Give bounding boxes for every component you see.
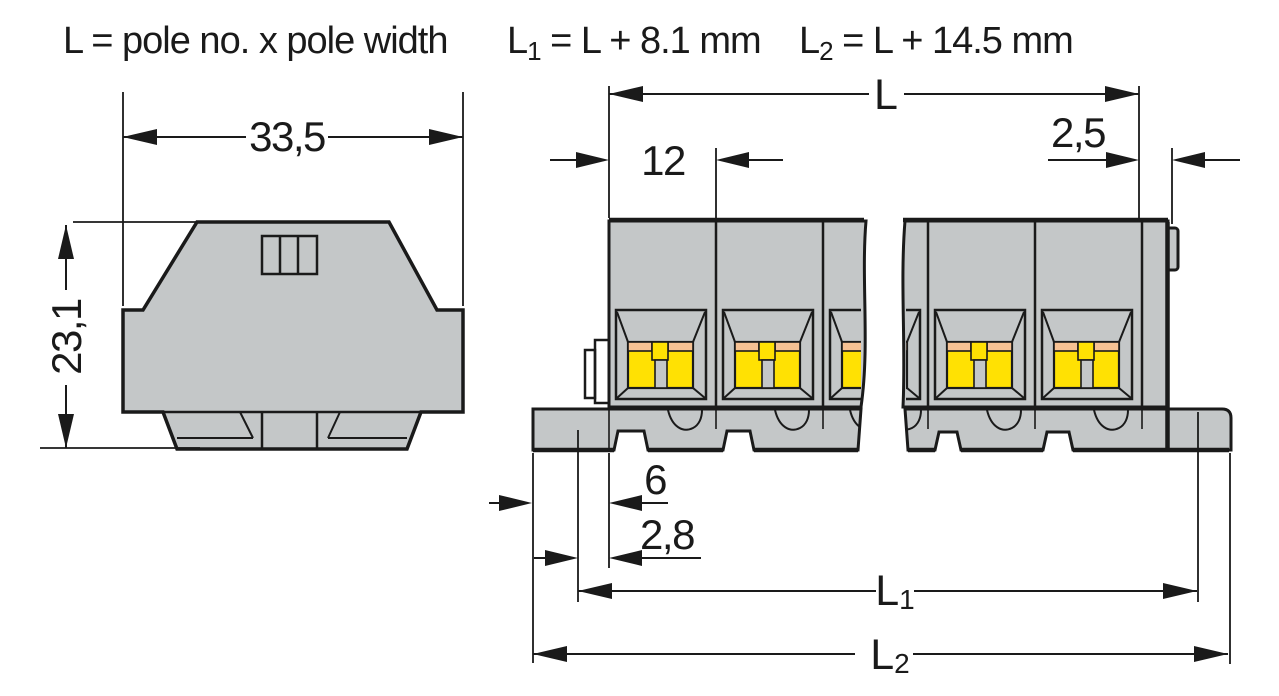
formula-l2: L2 = L + 14.5 mm <box>799 20 1073 66</box>
dim-side-width: 33,5 <box>122 92 464 306</box>
formula-l1: L1 = L + 8.1 mm <box>507 20 761 66</box>
dim-l1-label: L1 <box>875 567 915 615</box>
dim-end-plate: 2,5 <box>1048 109 1240 224</box>
side-foot-chamfers <box>239 411 341 439</box>
rail-divider-stubs-right <box>927 409 1143 429</box>
side-marker-dividers <box>278 236 300 274</box>
dim-total-length: L <box>608 71 1140 218</box>
dim-flange-offset: 2,8 <box>534 430 701 602</box>
dim-side-height: 23,1 <box>40 221 310 449</box>
side-rail-slot <box>260 412 319 449</box>
dim-l2: L2 <box>533 453 1231 679</box>
dim-pole-width: 12 <box>550 137 783 218</box>
dim-rail-offset: 6 <box>489 453 668 663</box>
dim-pole-width-label: 12 <box>641 137 685 184</box>
dim-side-width-label: 33,5 <box>249 113 325 160</box>
pole-dividers-right <box>926 221 1144 407</box>
dim-l1: L1 <box>578 412 1199 615</box>
dim-end-plate-label: 2,5 <box>1051 109 1105 156</box>
front-view <box>531 217 1233 453</box>
dim-total-length-label: L <box>874 71 898 119</box>
poles-left-group <box>608 221 861 450</box>
poles-right-group <box>906 221 1144 431</box>
dim-flange-offset-label: 2,8 <box>640 511 694 558</box>
side-marker-slot <box>260 234 319 276</box>
side-housing-outline <box>121 220 465 451</box>
dim-l2-label: L2 <box>870 631 910 679</box>
formula-row: L = pole no. x pole width L1 = L + 8.1 m… <box>63 20 1074 66</box>
dim-side-height-label: 23,1 <box>43 299 90 375</box>
pole-dividers-left <box>714 221 825 407</box>
rail-divider-stubs-left <box>608 409 824 450</box>
formula-length: L = pole no. x pole width <box>63 20 447 62</box>
side-view <box>121 220 465 451</box>
dim-rail-offset-label: 6 <box>644 456 666 503</box>
mounting-rail-left <box>531 407 863 452</box>
